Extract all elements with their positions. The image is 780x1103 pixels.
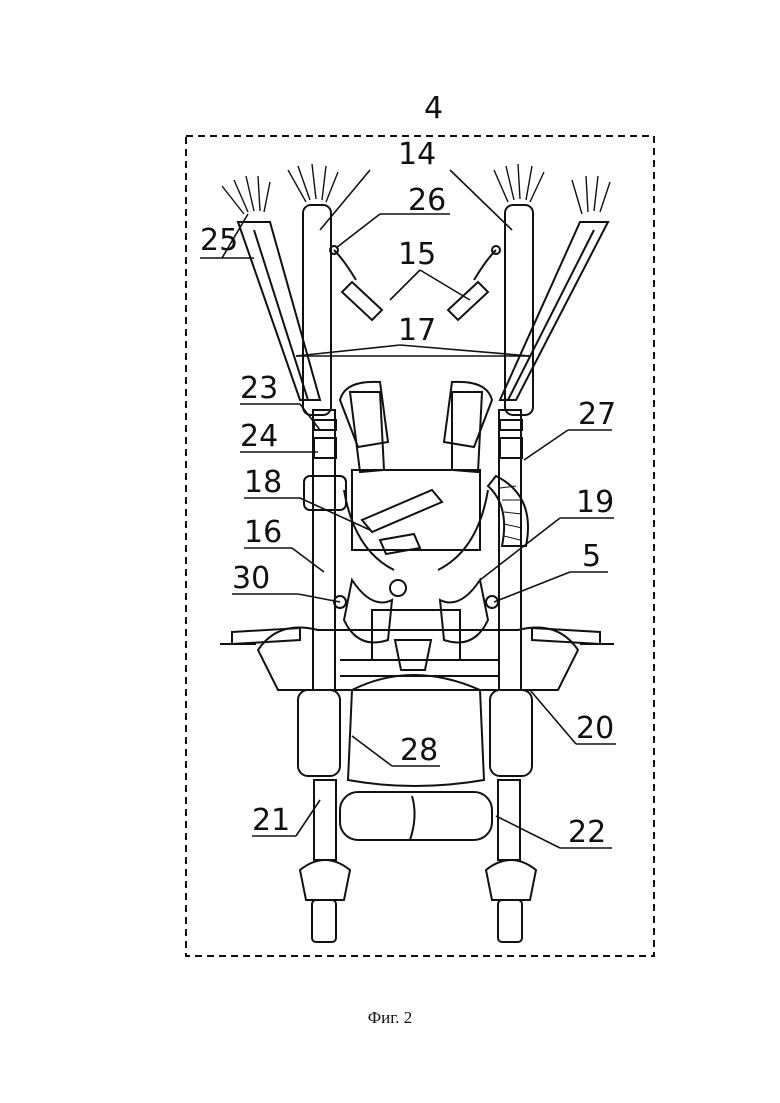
left-lower-strap	[314, 780, 336, 860]
left-outer-riser-lines	[222, 176, 270, 214]
right-main-riser	[505, 205, 533, 415]
right-toggle	[448, 282, 488, 320]
label-17: 17	[398, 313, 436, 348]
label-19: 19	[576, 485, 614, 520]
label-25: 25	[200, 223, 238, 258]
cylindrical-pad-22	[340, 792, 492, 840]
center-buckle	[395, 640, 431, 670]
left-main-riser	[303, 205, 331, 415]
left-toggle	[342, 282, 382, 320]
chest-strap	[362, 490, 442, 532]
right-thigh-pad	[490, 690, 532, 776]
right-outer-riser-lines	[572, 176, 610, 214]
label-21: 21	[252, 803, 290, 838]
left-thigh-pad	[298, 690, 340, 776]
label-15: 15	[398, 237, 436, 272]
label-18: 18	[244, 465, 282, 500]
left-inner-riser-lines	[288, 164, 338, 202]
left-leg-strap	[344, 580, 392, 643]
label-14: 14	[398, 137, 436, 172]
right-buckle-bottom	[498, 900, 522, 942]
seat-front	[372, 610, 460, 660]
seat-panel-28	[348, 675, 484, 786]
label-23: 23	[240, 371, 278, 406]
right-leg-strap	[440, 580, 488, 643]
buckle-23	[314, 420, 336, 430]
label-30: 30	[232, 561, 270, 596]
label-27: 27	[578, 397, 616, 432]
label-5: 5	[582, 539, 601, 574]
label-22: 22	[568, 815, 606, 850]
label-20: 20	[576, 711, 614, 746]
seat-frame	[258, 628, 578, 691]
buckle-24	[314, 438, 336, 458]
right-inner-riser-lines	[494, 164, 544, 202]
label-16: 16	[244, 515, 282, 550]
carabiner-5	[486, 596, 498, 608]
left-pouch	[304, 476, 346, 510]
right-foot-loop	[486, 860, 536, 900]
label-28: 28	[400, 733, 438, 768]
label-24: 24	[240, 419, 278, 454]
left-foot-loop	[300, 860, 350, 900]
figure-caption: Фиг. 2	[0, 1008, 780, 1028]
right-lower-strap	[498, 780, 520, 860]
label-4: 4	[424, 91, 443, 126]
left-buckle-bottom	[312, 900, 336, 942]
label-26: 26	[408, 183, 446, 218]
